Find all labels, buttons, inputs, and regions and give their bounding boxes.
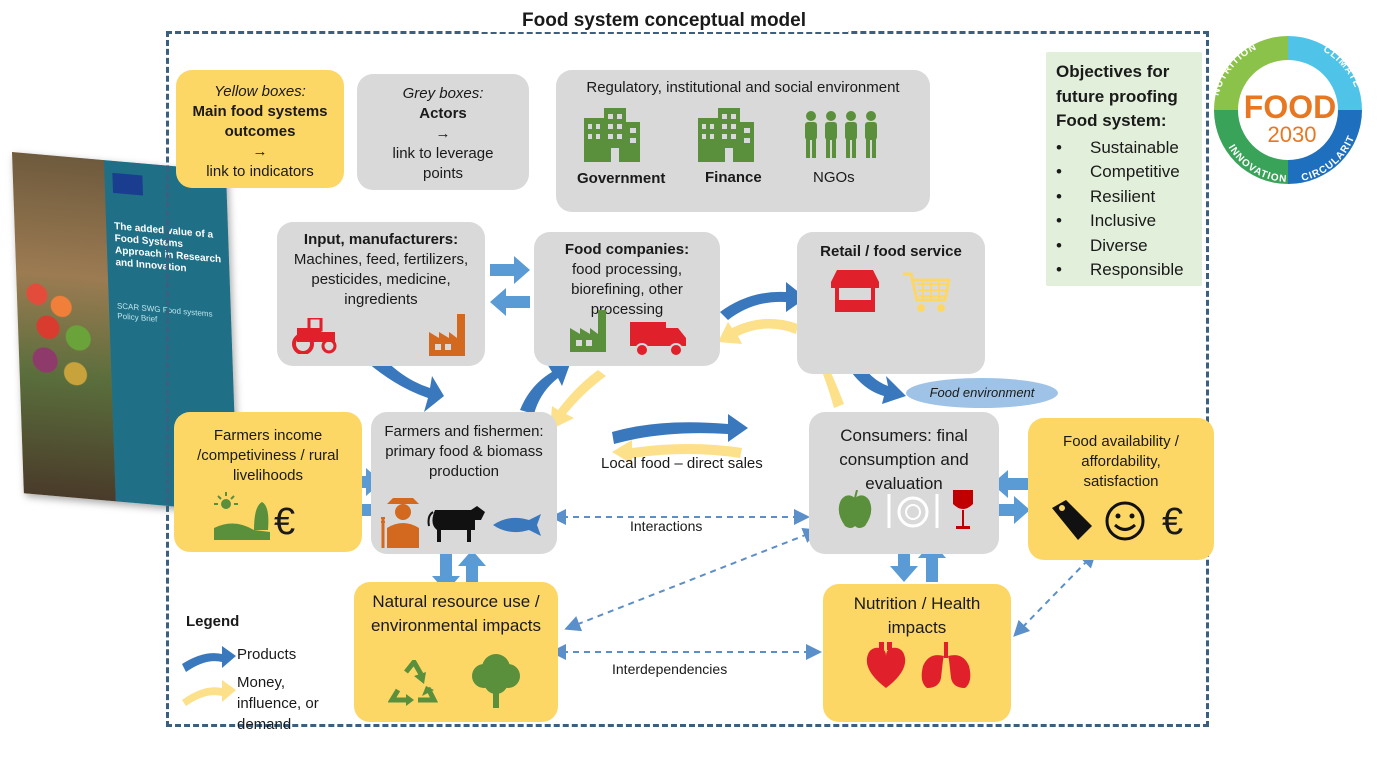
processing-factory-icon (570, 310, 606, 352)
food-companies-body: food processing, biorefining, other proc… (571, 261, 683, 318)
retail-box: Retail / food service (797, 232, 985, 374)
finance-icon (698, 108, 754, 162)
regulatory-environment-box: Regulatory, institutional and social env… (556, 70, 930, 212)
wine-glass-icon (953, 490, 973, 529)
grey-boxes-arrow: → (435, 125, 451, 142)
legend-yellow-box: Yellow boxes: Main food systems outcomes… (176, 70, 344, 188)
yellow-boxes-sub: link to indicators (206, 163, 314, 180)
yellow-boxes-arrow: → (252, 143, 268, 160)
input-manufacturers-box: Input, manufacturers: Machines, feed, fe… (277, 222, 485, 366)
input-manufacturers-body: Machines, feed, fertilizers, pesticides,… (293, 251, 469, 308)
arrow-availability-to-consumers (992, 470, 1030, 498)
ngo-people-icon (805, 111, 877, 158)
lungs-icon (921, 642, 971, 688)
nutrition-box: Nutrition / Health impacts (823, 584, 1011, 722)
grey-boxes-main: Actors (419, 105, 467, 122)
ngos-label: NGOs (813, 169, 855, 186)
government-label: Government (577, 170, 666, 187)
market-stall-icon (831, 270, 879, 312)
legend-money-label: Money, influence, or demand (237, 674, 319, 733)
food-environment-label: Food environment (906, 378, 1058, 408)
food-availability-text: Food availability / affordability, satis… (1063, 433, 1179, 490)
tree-icon (472, 654, 520, 708)
landscape-sun-icon (214, 492, 270, 540)
arrow-companies-to-retail (720, 282, 806, 320)
tractor-icon (292, 318, 337, 354)
objective-item: Responsible (1056, 258, 1202, 283)
grey-boxes-heading: Grey boxes: (402, 85, 484, 102)
grey-boxes-sub: link to leverage points (392, 145, 494, 182)
smiley-icon (1105, 501, 1145, 541)
arrow-companies-to-input (490, 288, 530, 316)
factory-icon (429, 314, 465, 356)
arrow-input-to-companies (490, 256, 530, 284)
yellow-boxes-main: Main food systems outcomes (192, 103, 328, 140)
food2030-word-year: 2030 (1268, 122, 1317, 147)
yellow-boxes-heading: Yellow boxes: (214, 83, 306, 100)
retail-title: Retail / food service (820, 243, 962, 260)
food-environment-text: Food environment (929, 385, 1035, 400)
food2030-logo: NUTRITION CLIMATE CIRCULARITY INNOVATION… (1196, 18, 1362, 185)
arrow-farmers-to-companies (520, 362, 570, 414)
food2030-word-food: FOOD (1244, 89, 1336, 125)
arrow-companies-to-farmers (550, 370, 606, 430)
food-companies-title: Food companies: (564, 241, 690, 258)
price-tag-icon (1052, 500, 1092, 540)
objectives-list: Sustainable Competitive Resilient Inclus… (1056, 136, 1202, 283)
legend-grey-box: Grey boxes: Actors → link to leverage po… (357, 74, 529, 190)
input-manufacturers-title: Input, manufacturers: (303, 231, 459, 248)
legend-money-arrow-icon (182, 680, 236, 706)
farmers-income-text: Farmers income /competiviness / rural li… (197, 427, 339, 484)
farmers-income-euro-icon: € (274, 501, 296, 543)
objective-item: Diverse (1056, 234, 1202, 259)
legend-products-arrow-icon (182, 646, 236, 672)
arrow-resources-to-farmers (458, 550, 486, 592)
nutrition-text: Nutrition / Health impacts (853, 594, 981, 637)
consumers-title: Consumers: final consumption and evaluat… (839, 426, 969, 493)
legend-heading: Legend (186, 613, 240, 630)
arrow-farmers-to-resources (432, 550, 460, 592)
objective-item: Competitive (1056, 160, 1202, 185)
plate-cutlery-icon (887, 494, 939, 528)
farmers-fishermen-title: Farmers and fishermen: primary food & bi… (384, 423, 544, 480)
natural-resource-text: Natural resource use / environmental imp… (370, 592, 542, 635)
truck-icon (630, 322, 686, 357)
shopping-cart-icon (903, 272, 951, 312)
apple-icon (838, 490, 872, 528)
recycle-icon (388, 660, 438, 706)
consumers-box: Consumers: final consumption and evaluat… (809, 412, 999, 554)
finance-label: Finance (705, 169, 762, 186)
regulatory-environment-title: Regulatory, institutional and social env… (586, 79, 900, 96)
farmer-icon (381, 498, 419, 548)
cow-icon (427, 506, 485, 542)
legend-products-label: Products (237, 646, 297, 663)
farmers-income-box: Farmers income /competiviness / rural li… (174, 412, 362, 552)
local-food-label: Local food – direct sales (601, 455, 763, 472)
arrow-consumers-to-availability (992, 496, 1030, 524)
objectives-box: Objectives for future proofing Food syst… (1046, 52, 1202, 286)
availability-to-nutrition-line (1013, 551, 1097, 637)
food-availability-euro-icon: € (1162, 501, 1184, 543)
arrow-consumers-to-nutrition (890, 542, 918, 582)
consumers-to-resources-line (564, 528, 820, 632)
heart-icon (866, 642, 906, 688)
objective-item: Resilient (1056, 185, 1202, 210)
natural-resource-box: Natural resource use / environmental imp… (354, 582, 558, 722)
objective-item: Inclusive (1056, 209, 1202, 234)
objective-item: Sustainable (1056, 136, 1202, 161)
diagram-title: Food system conceptual model (480, 10, 848, 32)
objectives-heading: Objectives for future proofing Food syst… (1056, 62, 1178, 130)
arrow-retail-to-companies (718, 318, 798, 344)
arrow-local-food-money (612, 440, 742, 464)
food-companies-box: Food companies: food processing, biorefi… (534, 232, 720, 366)
fish-icon (493, 514, 541, 536)
food-availability-box: Food availability / affordability, satis… (1028, 418, 1214, 560)
farmers-fishermen-box: Farmers and fishermen: primary food & bi… (371, 412, 557, 554)
model-frame (166, 31, 1209, 727)
government-icon (584, 108, 640, 162)
arrow-local-food-products (612, 414, 748, 444)
interdependencies-label: Interdependencies (612, 661, 728, 677)
interactions-label: Interactions (630, 518, 703, 534)
